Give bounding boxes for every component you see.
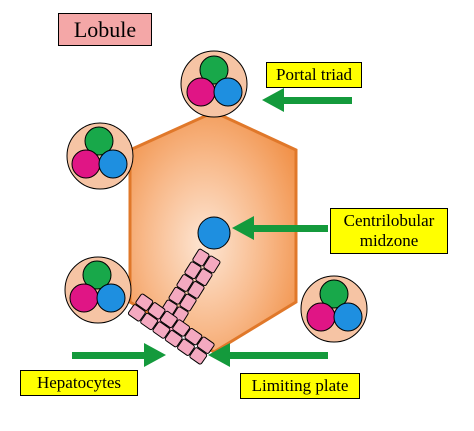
arrow-limiting-plate <box>208 343 328 367</box>
arrow-portal-triad <box>262 88 352 112</box>
title-text: Lobule <box>73 16 137 42</box>
portal-triad-lower-left <box>64 256 132 324</box>
hepatocytes-label: Hepatocytes <box>20 370 138 396</box>
hepatocytes-text: Hepatocytes <box>36 373 122 392</box>
limiting-plate-label: Limiting plate <box>240 373 360 399</box>
portal-triad-label: Portal triad <box>266 62 362 88</box>
portal-triad-right <box>300 275 368 343</box>
portal-triad-text: Portal triad <box>275 65 352 84</box>
hepatocyte-plate-limiting <box>127 293 215 365</box>
centrilobular-midzone-label: Centrilobular midzone <box>330 208 448 254</box>
portal-triad-upper-left <box>66 122 134 190</box>
centrilobular-text: Centrilobular <box>343 211 435 230</box>
central-vein <box>197 216 231 250</box>
arrow-centrilobular <box>232 216 328 240</box>
midzone-text: midzone <box>359 231 419 250</box>
portal-triad-top <box>180 50 248 118</box>
title-label: Lobule <box>58 13 152 46</box>
limiting-plate-text: Limiting plate <box>251 376 349 395</box>
arrow-hepatocytes <box>72 343 166 367</box>
